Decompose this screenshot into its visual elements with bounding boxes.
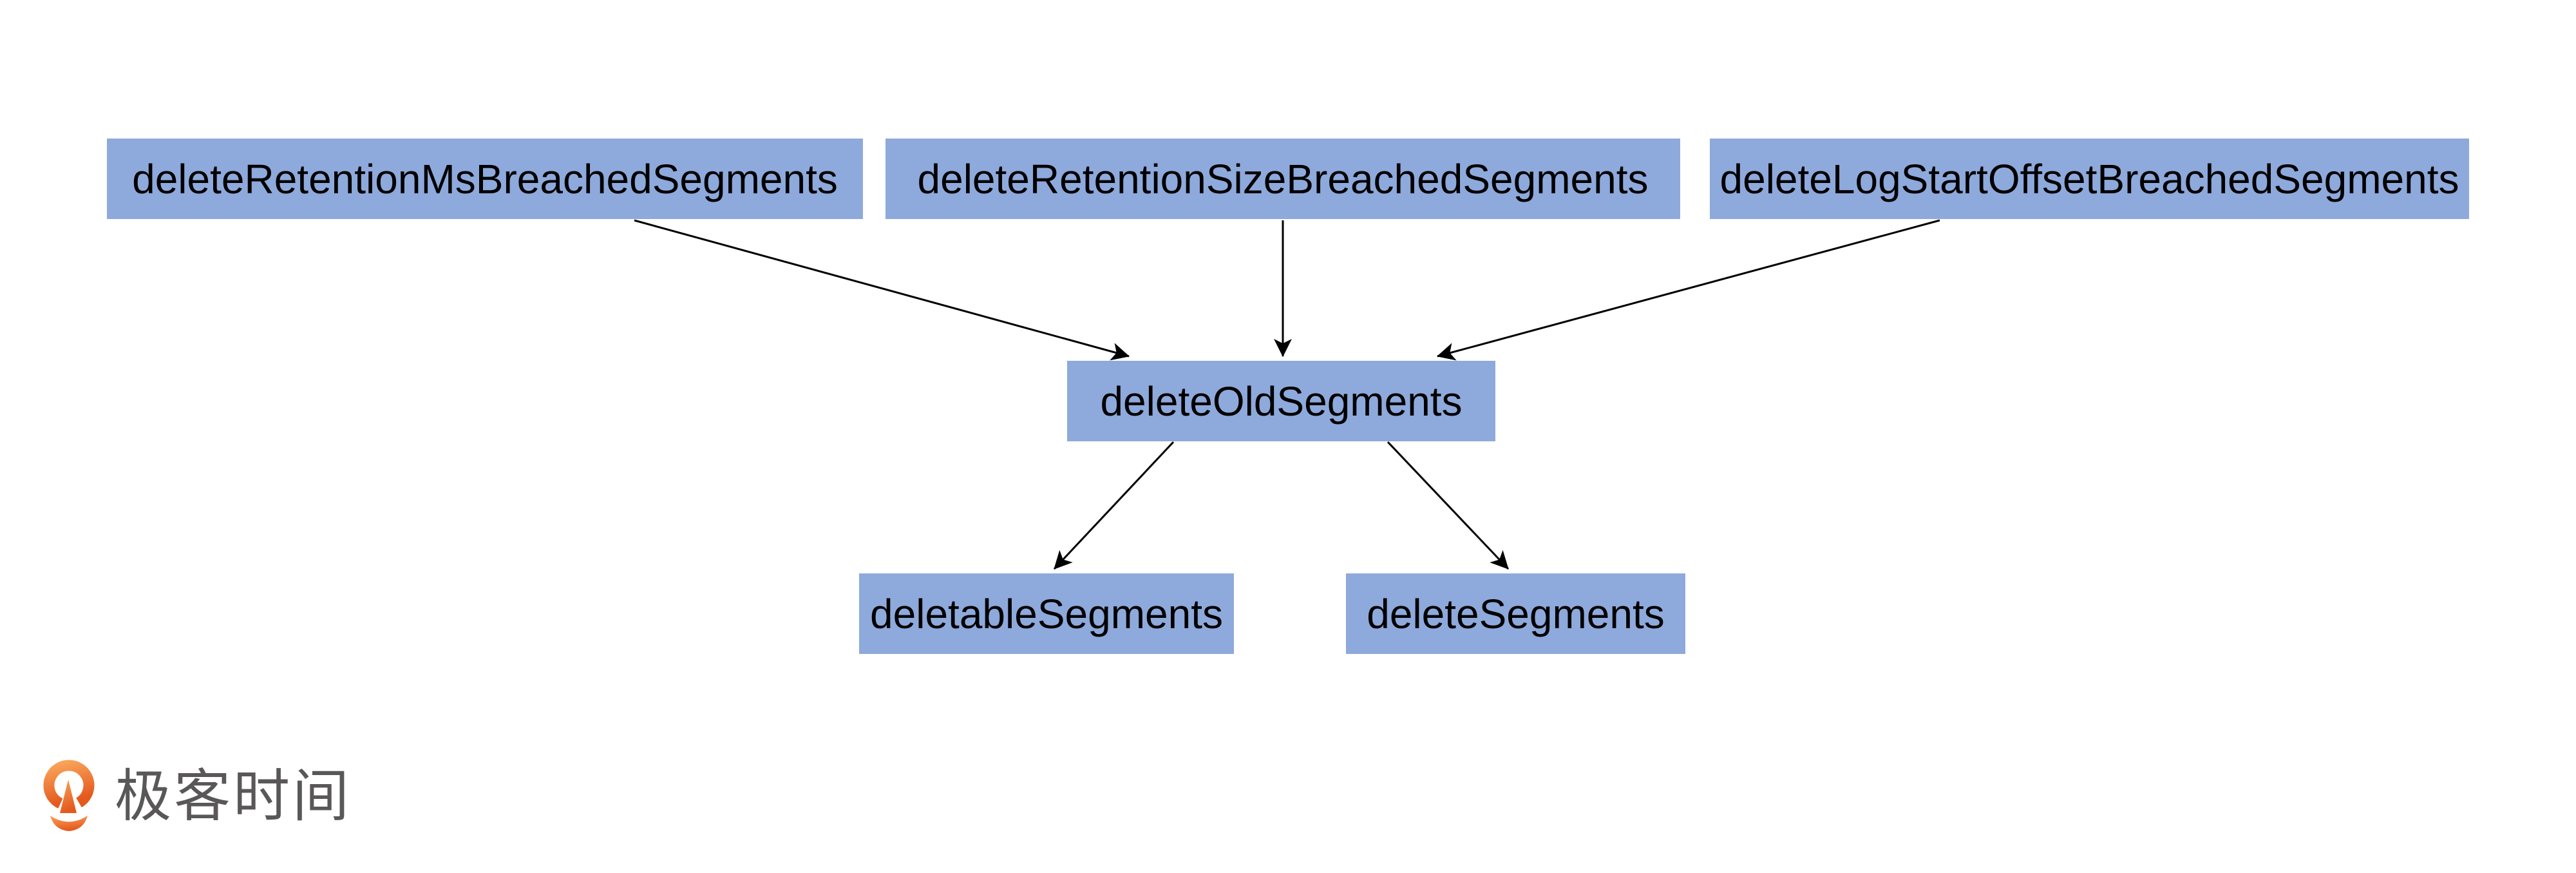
node-deletableSegments: deletableSegments bbox=[859, 573, 1234, 654]
node-deleteRetentionMsBreachedSegments: deleteRetentionMsBreachedSegments bbox=[107, 139, 863, 219]
geektime-logo-icon bbox=[43, 760, 95, 831]
node-deleteLogStartOffsetBreachedSegments: deleteLogStartOffsetBreachedSegments bbox=[1710, 139, 2469, 219]
geektime-logo: 极客时间 bbox=[41, 755, 352, 838]
node-deleteSegments: deleteSegments bbox=[1346, 573, 1685, 654]
node-deleteOldSegments: deleteOldSegments bbox=[1067, 361, 1495, 441]
node-deleteRetentionSizeBreachedSegments: deleteRetentionSizeBreachedSegments bbox=[886, 139, 1680, 219]
edge-deleteOld-to-deleteSegments bbox=[1387, 441, 1510, 570]
edge-deleteOld-to-deletable bbox=[1053, 441, 1175, 570]
edge-logStartOffset-to-deleteOld bbox=[1437, 219, 1940, 361]
edge-retentionMs-to-deleteOld bbox=[634, 219, 1130, 361]
geektime-logo-text: 极客时间 bbox=[115, 764, 352, 828]
